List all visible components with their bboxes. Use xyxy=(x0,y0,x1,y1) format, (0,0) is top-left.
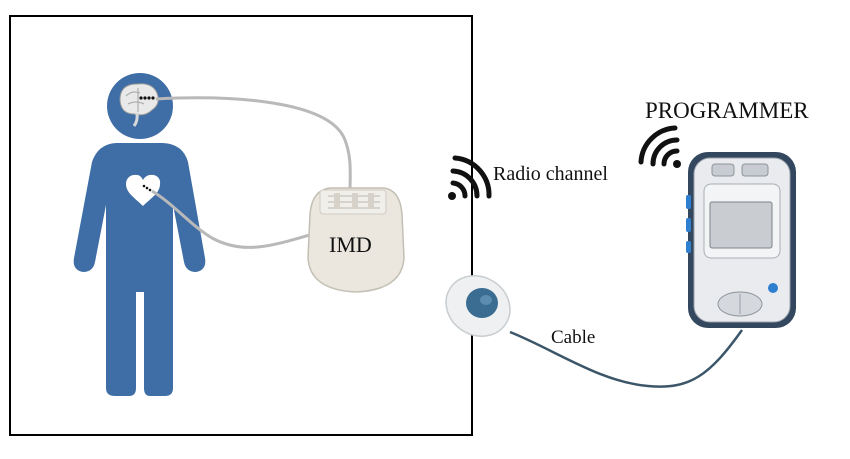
imd-device xyxy=(307,187,405,293)
heart-icon xyxy=(126,174,161,206)
heart-lead xyxy=(151,189,321,249)
brain-icon xyxy=(119,83,159,127)
cable-label: Cable xyxy=(551,327,596,348)
cable xyxy=(509,329,744,388)
wireless-signal-icon xyxy=(448,155,492,200)
patient-boundary-box xyxy=(9,15,473,436)
programmer-label: PROGRAMMER xyxy=(645,98,809,123)
programmer-device xyxy=(686,152,796,328)
telemetry-wand xyxy=(445,275,511,337)
brain-lead xyxy=(155,96,352,193)
radio-channel-label: Radio channel xyxy=(493,163,608,185)
patient-figure xyxy=(73,73,206,396)
wireless-signal-icon xyxy=(638,125,681,168)
imd-label: IMD xyxy=(329,232,372,257)
